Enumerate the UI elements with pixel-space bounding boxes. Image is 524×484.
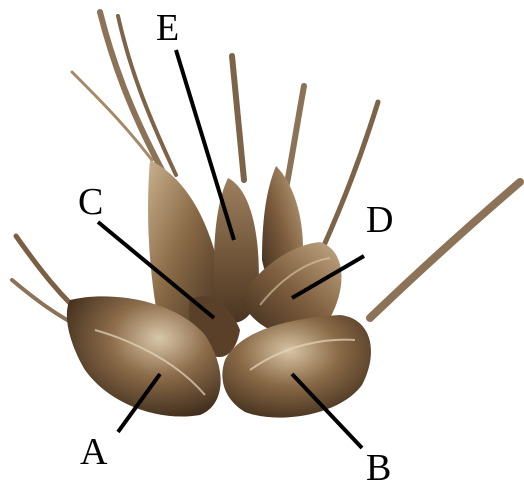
- label-b: B: [366, 447, 391, 484]
- label-d: D: [366, 199, 393, 241]
- awn-center: [232, 56, 244, 180]
- awn-left-1: [100, 12, 162, 170]
- label-e: E: [156, 7, 179, 49]
- spikelet-body: [67, 160, 371, 418]
- label-c: C: [78, 181, 103, 223]
- floret-b: [222, 315, 371, 418]
- label-a: A: [80, 431, 108, 473]
